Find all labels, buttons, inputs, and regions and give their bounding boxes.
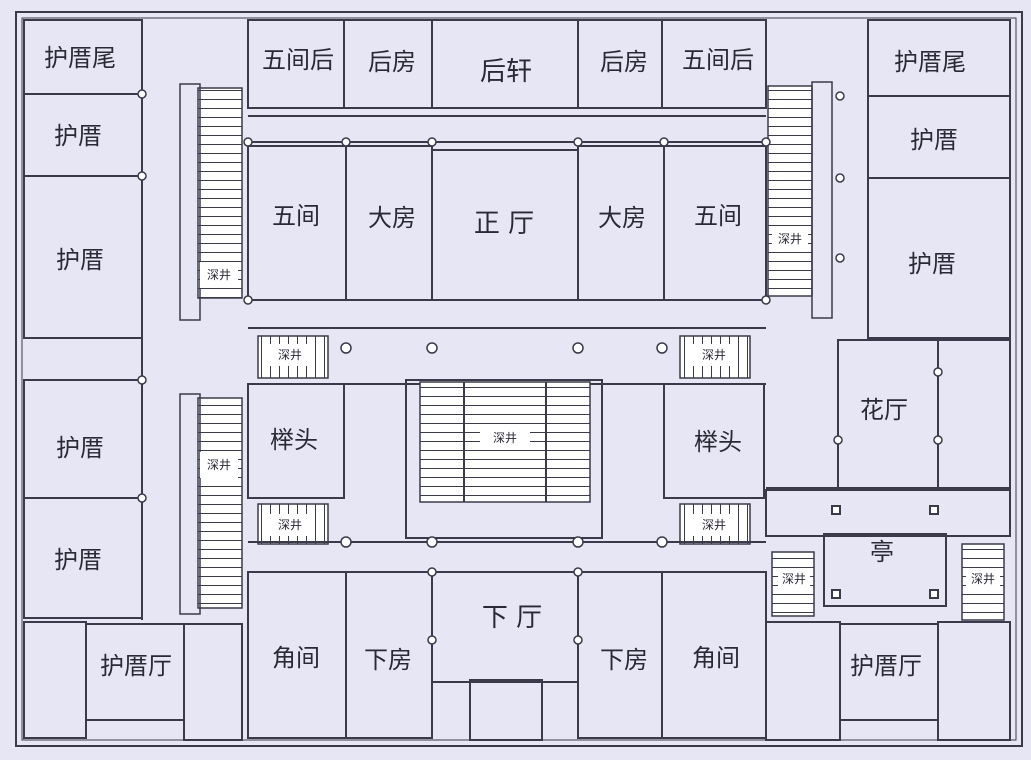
room-hucuo-l1: 护厝 <box>54 122 102 150</box>
room-wujianhou-left: 五间后 <box>262 46 334 74</box>
room-hucuoting-right: 护厝厅 <box>850 652 922 680</box>
well-pavilion-left: 深井 <box>782 572 806 586</box>
pavilion-stairs <box>771 543 1005 621</box>
room-xiating: 下 厅 <box>482 603 542 633</box>
room-xiafang-right: 下房 <box>600 646 648 674</box>
room-jutou-right: 榉头 <box>694 428 742 456</box>
well-small-br: 深井 <box>702 518 726 532</box>
lower-band <box>248 541 766 573</box>
room-hucuo-l4: 护厝 <box>54 546 102 574</box>
room-dafang-left: 大房 <box>368 204 416 232</box>
top-row-walls <box>247 19 767 143</box>
well-right-upper: 深井 <box>778 232 802 246</box>
main-hall-walls <box>247 145 767 301</box>
room-wujian-left: 五间 <box>272 202 320 230</box>
room-ting: 亭 <box>870 538 894 566</box>
room-huating: 花厅 <box>860 396 908 424</box>
room-hucuo-l3: 护厝 <box>56 434 104 462</box>
room-labels: 护厝尾 护厝 护厝 护厝 护厝 护厝厅 五间后 后房 后轩 后房 五间后 五间 … <box>44 44 966 680</box>
room-xiafang-left: 下房 <box>364 646 412 674</box>
room-zhengting: 正 厅 <box>474 209 534 239</box>
room-houxuan: 后轩 <box>480 57 532 87</box>
room-dafang-right: 大房 <box>598 204 646 232</box>
small-wells <box>257 335 751 545</box>
lower-row-walls <box>247 571 767 741</box>
right-stairs <box>767 81 833 319</box>
room-wujian-right: 五间 <box>694 202 742 230</box>
huating-walls <box>766 339 1011 489</box>
room-jutou-left: 榉头 <box>270 426 318 454</box>
room-houfang-right: 后房 <box>600 48 648 76</box>
room-hucuowei-left: 护厝尾 <box>44 44 116 72</box>
well-small-tr: 深井 <box>702 348 726 362</box>
well-center: 深井 <box>493 431 517 445</box>
left-stairs <box>179 83 243 615</box>
well-small-bl: 深井 <box>278 518 302 532</box>
jutou-walls <box>247 383 765 499</box>
well-pavilion-right: 深井 <box>971 572 995 586</box>
column-markers <box>137 89 943 645</box>
well-labels: 深井 深井 深井 深井 深井 深井 深井 深井 深井 深井 <box>207 232 995 586</box>
left-hucuo-walls <box>23 19 243 741</box>
room-hucuo-r2: 护厝 <box>908 250 956 278</box>
right-hucuo-walls <box>867 19 1011 339</box>
well-left-lower: 深井 <box>207 458 231 472</box>
room-jiaojian-left: 角间 <box>272 644 320 672</box>
pavilion-walls <box>765 489 1011 607</box>
right-bottom-walls <box>765 621 1011 741</box>
well-left-upper: 深井 <box>207 268 231 282</box>
room-hucuowei-right: 护厝尾 <box>894 48 966 76</box>
room-jiaojian-right: 角间 <box>692 644 740 672</box>
room-hucuoting-left: 护厝厅 <box>100 652 172 680</box>
room-hucuo-r1: 护厝 <box>910 126 958 154</box>
room-houfang-left: 后房 <box>368 48 416 76</box>
central-well <box>405 379 603 539</box>
room-wujianhou-right: 五间后 <box>682 46 754 74</box>
well-small-tl: 深井 <box>278 348 302 362</box>
room-hucuo-l2: 护厝 <box>56 246 104 274</box>
